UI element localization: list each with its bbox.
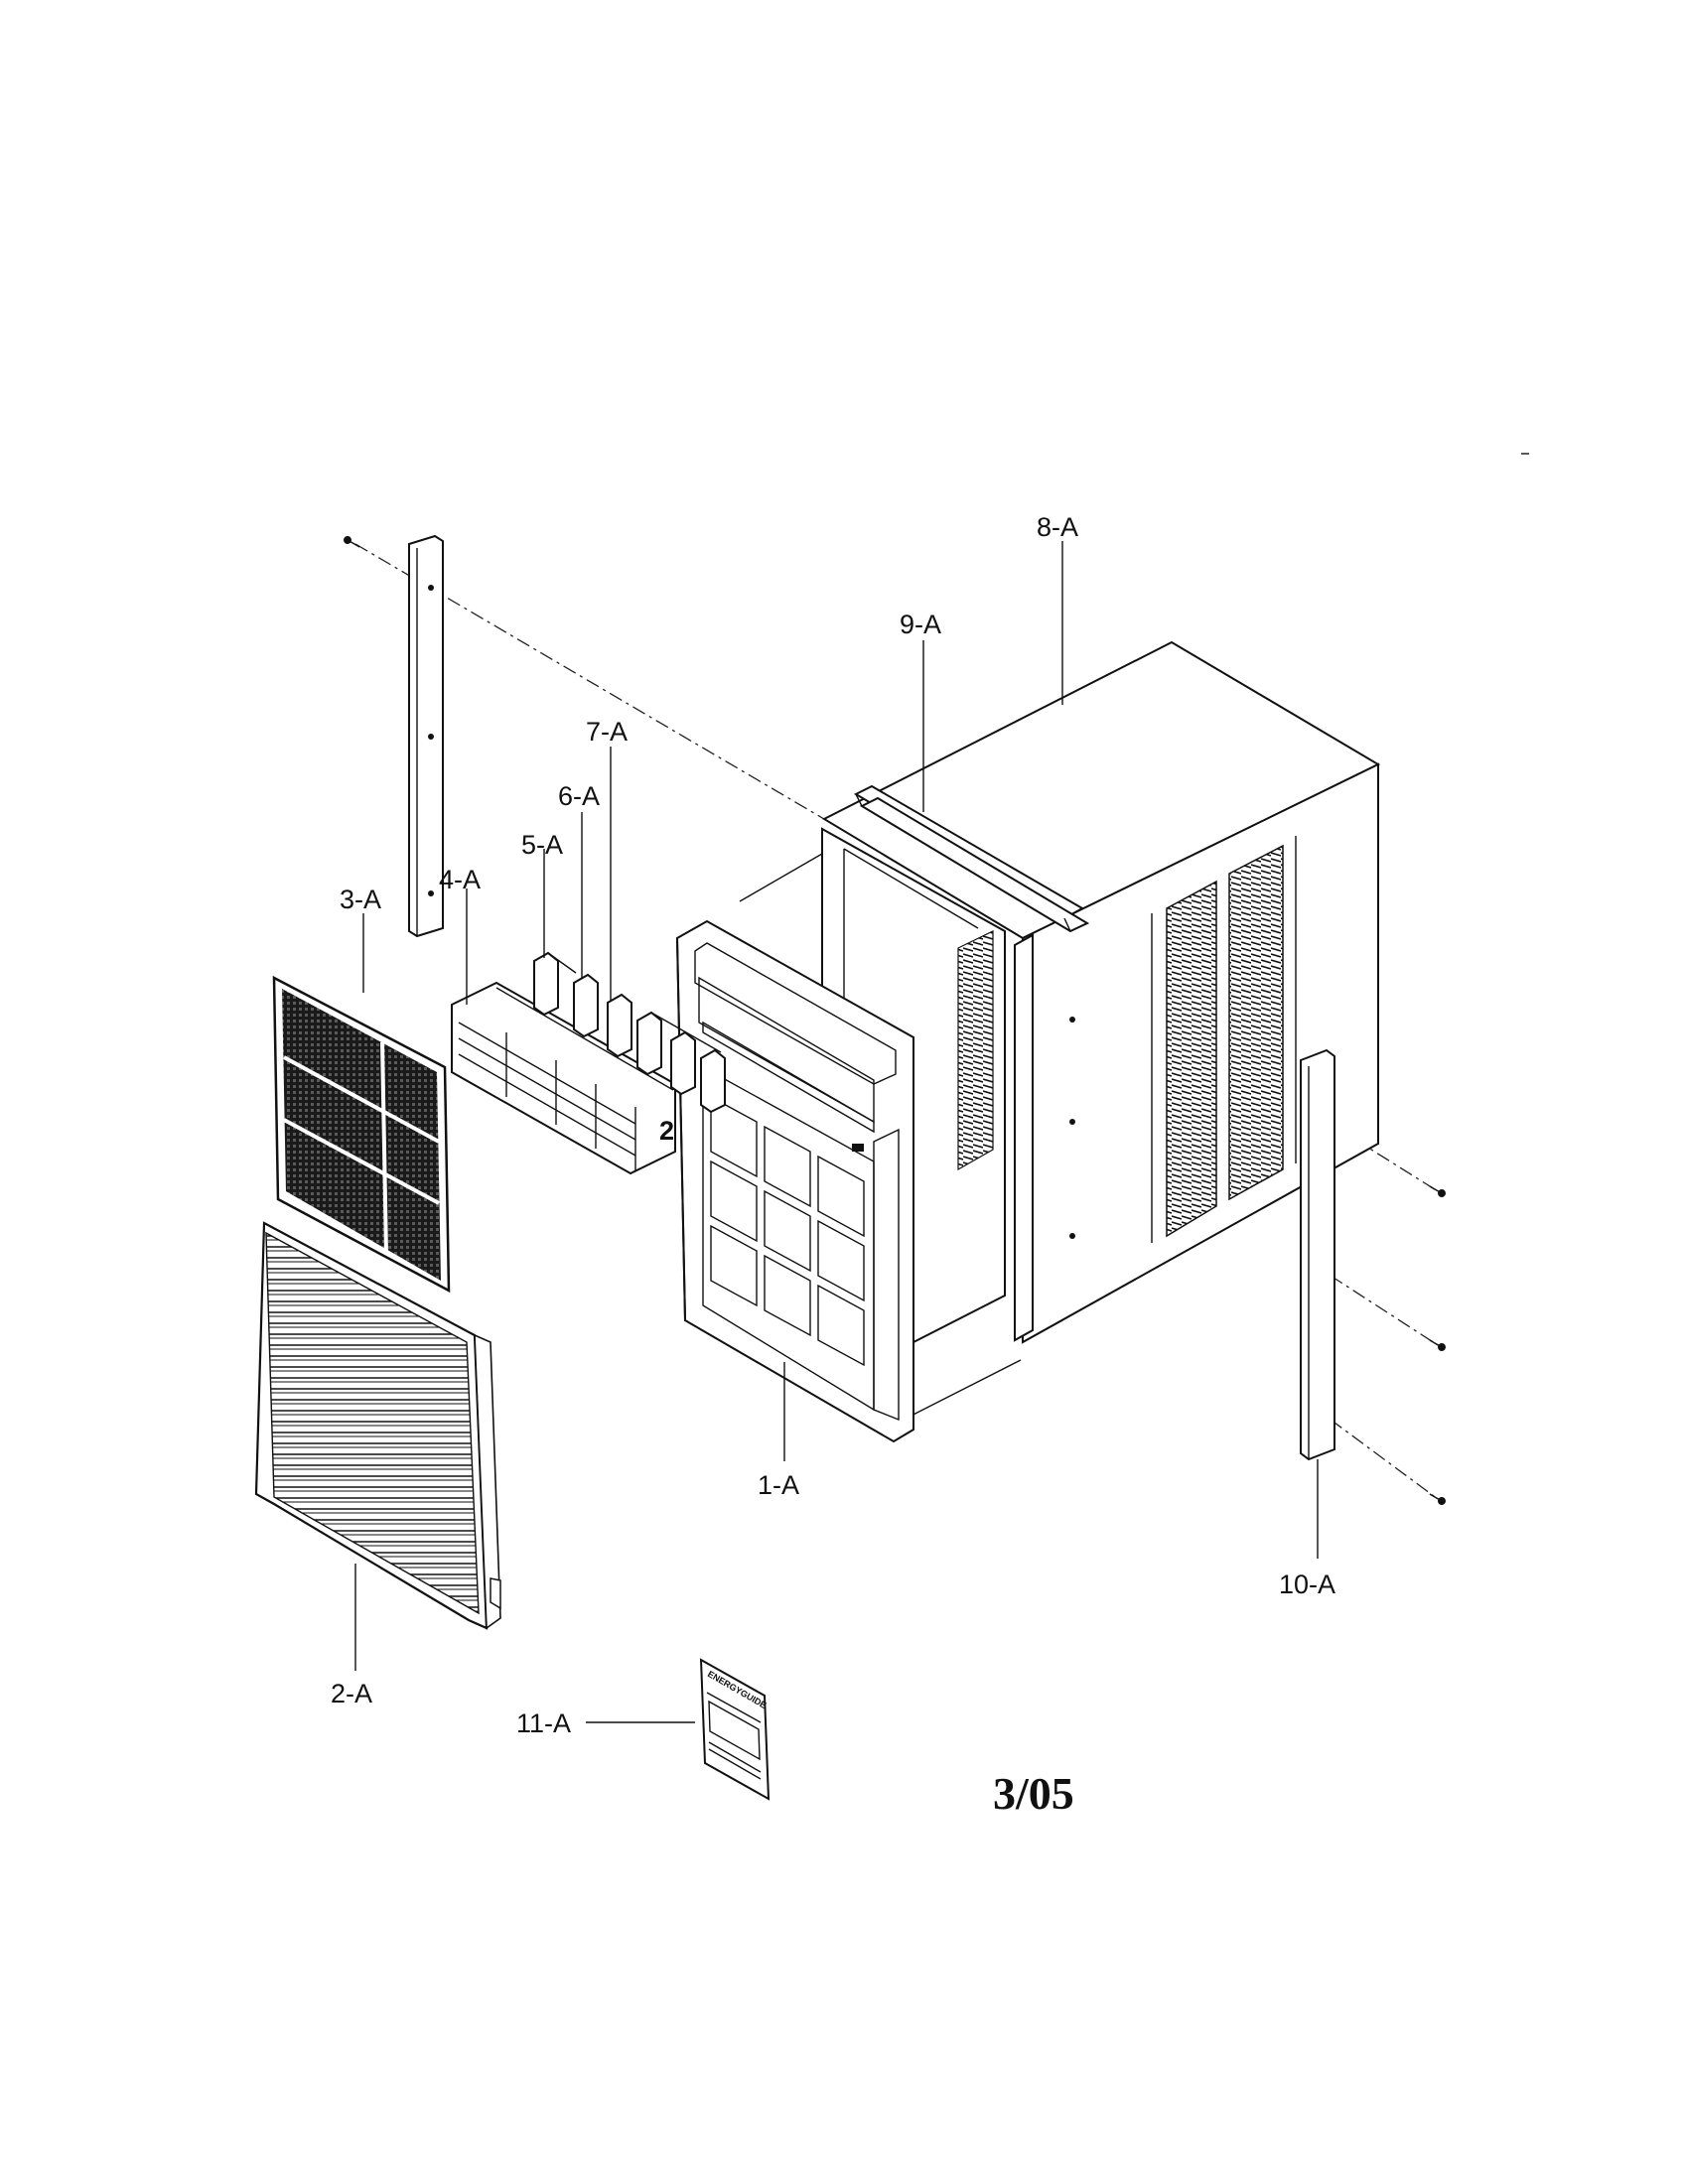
screw-icons <box>344 536 1446 1505</box>
energy-label-card: ENERGYGUIDE <box>699 1658 771 1801</box>
right-upright-bracket <box>1300 1048 1335 1461</box>
callout-11-a: 11-A <box>516 1708 571 1738</box>
callout-8-a: 8-A <box>1037 512 1078 542</box>
front-frame-shape <box>675 919 914 1443</box>
callout-labels: 8-A 9-A 7-A 6-A 5-A 4-A 3-A 1-A 10-A 2-A… <box>331 512 1335 1819</box>
screw-icon <box>344 536 360 548</box>
left-upright-bracket <box>408 534 444 938</box>
screw-icon <box>1429 1185 1446 1197</box>
louver-mark: 2 <box>659 1116 674 1146</box>
date-code: 3/05 <box>993 1768 1074 1819</box>
callout-9-a: 9-A <box>900 610 941 639</box>
leader-lines <box>354 541 1319 1723</box>
callout-3-a: 3-A <box>340 885 381 914</box>
callout-2-a: 2-A <box>331 1679 372 1708</box>
front-grille-shape <box>254 1221 501 1630</box>
callout-10-a: 10-A <box>1279 1570 1335 1599</box>
louver-assembly-shape: 2 <box>451 981 676 1175</box>
callout-5-a: 5-A <box>521 830 563 860</box>
callout-6-a: 6-A <box>558 781 600 811</box>
vane-blades-shape <box>533 951 726 1114</box>
callout-7-a: 7-A <box>586 717 628 747</box>
callout-4-a: 4-A <box>439 865 481 894</box>
screw-icon <box>1429 1339 1446 1351</box>
screw-icon <box>1429 1493 1446 1505</box>
callout-1-a: 1-A <box>758 1470 799 1500</box>
air-filter-shape <box>272 975 451 1294</box>
top-seal-strip <box>853 784 1090 933</box>
